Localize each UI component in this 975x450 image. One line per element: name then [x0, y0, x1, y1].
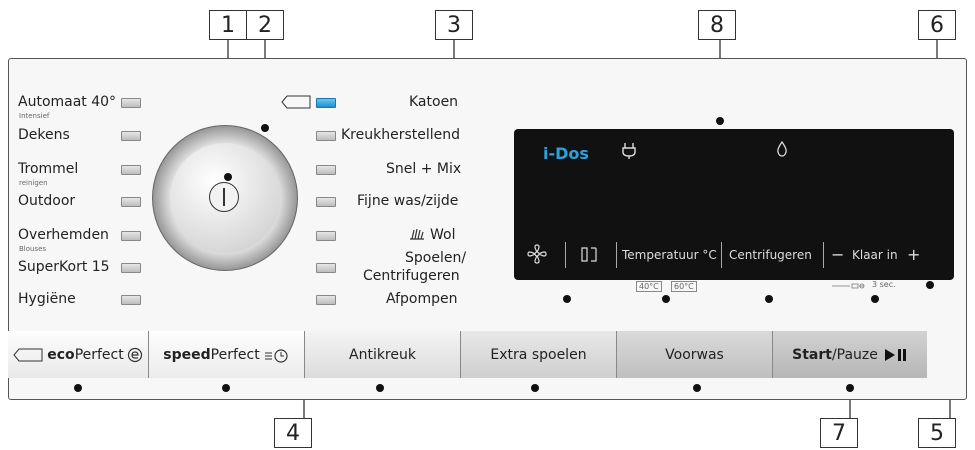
led-fijne-was — [316, 197, 336, 207]
eco-arrow-icon — [281, 95, 311, 109]
led-spoelen — [316, 263, 336, 273]
program-katoen[interactable]: Katoen — [409, 94, 459, 110]
eco-label: Perfect — [74, 346, 124, 363]
program-overhemden-sub: Blouses — [19, 245, 47, 253]
callout-5-dot — [871, 295, 879, 303]
hint-40c: 40°C — [636, 281, 662, 292]
wool-hand-icon — [410, 228, 424, 240]
callout-8: 8 — [698, 10, 736, 40]
callout-3: 3 — [435, 10, 473, 40]
play-pause-icon — [884, 348, 906, 361]
program-centrifugeren[interactable]: Centrifugeren — [363, 268, 460, 284]
callout-8-dot — [716, 117, 724, 125]
callout-6: 6 — [918, 10, 956, 40]
program-afpompen[interactable]: Afpompen — [386, 291, 458, 307]
program-spoelen[interactable]: Spoelen/ — [405, 250, 467, 266]
display-plus-button[interactable]: + — [907, 245, 921, 264]
callout-4-dot — [222, 384, 230, 392]
led-overhemden — [121, 231, 141, 241]
led-automaat-40 — [121, 98, 141, 108]
speed-clock-icon — [264, 348, 288, 363]
speed-label: Perfect — [210, 346, 260, 363]
program-overhemden[interactable]: Overhemden — [18, 227, 109, 243]
water-drop-icon — [777, 141, 787, 157]
hint-60c: 60°C — [671, 281, 697, 292]
led-outdoor — [121, 197, 141, 207]
display-spin-label[interactable]: Centrifugeren — [729, 248, 812, 262]
callout-5-dot — [662, 295, 670, 303]
program-automaat-40-sub: Intensief — [19, 112, 50, 120]
program-automaat-40[interactable]: Automaat 40° — [18, 94, 117, 110]
callout-7-dot — [846, 384, 854, 392]
callout-5-dot — [765, 295, 773, 303]
led-dekens — [121, 131, 141, 141]
plug-icon — [622, 143, 636, 159]
display-minus-button[interactable]: − — [831, 245, 845, 264]
antikreuk-button[interactable]: Antikreuk — [305, 331, 461, 378]
callout-1-dot — [224, 173, 232, 181]
callout-7: 7 — [820, 418, 858, 448]
callout-2: 2 — [246, 10, 284, 40]
program-trommel[interactable]: Trommel — [18, 161, 79, 177]
power-button[interactable] — [209, 182, 239, 212]
start-label: /Pauze — [831, 346, 878, 363]
led-trommel — [121, 165, 141, 175]
callout-4-dot — [376, 384, 384, 392]
eco-e-icon — [127, 347, 142, 362]
led-hygiene — [121, 295, 141, 305]
callout-5: 5 — [918, 418, 956, 448]
start-bold-label: Start — [792, 346, 832, 363]
program-superkort-15[interactable]: SuperKort 15 — [18, 259, 110, 275]
callout-2-dot — [261, 124, 269, 132]
extra-spoelen-button[interactable]: Extra spoelen — [461, 331, 617, 378]
detergent-icon — [581, 247, 597, 262]
hint-3-sec: 3 sec. — [872, 280, 896, 289]
callout-4-dot — [74, 384, 82, 392]
start-pause-button[interactable]: Start/Pauze — [773, 331, 927, 378]
callout-4: 4 — [274, 418, 312, 448]
program-fijne-was[interactable]: Fijne was/zijde — [357, 193, 459, 209]
led-wol — [316, 231, 336, 241]
program-trommel-sub: reinigen — [19, 179, 48, 187]
callout-3-dot — [563, 295, 571, 303]
callout-4-dot — [693, 384, 701, 392]
led-katoen — [316, 98, 336, 108]
callout-4-dot — [531, 384, 539, 392]
idos-label: i-Dos — [543, 144, 589, 163]
program-hygiene[interactable]: Hygiëne — [18, 291, 76, 307]
led-kreukherstellend — [316, 131, 336, 141]
program-wol[interactable]: Wol — [430, 227, 456, 243]
callout-1: 1 — [209, 10, 247, 40]
display-ready-in-label[interactable]: Klaar in — [852, 248, 898, 262]
eco-bold-label: eco — [47, 346, 75, 363]
eco-arrow-icon — [13, 348, 43, 361]
speed-bold-label: speed — [163, 346, 211, 363]
voorwas-button[interactable]: Voorwas — [617, 331, 773, 378]
program-dekens[interactable]: Dekens — [18, 127, 70, 143]
display-separator — [823, 242, 824, 268]
led-afpompen — [316, 295, 336, 305]
program-outdoor[interactable]: Outdoor — [18, 193, 76, 209]
key-lock-icon — [832, 283, 865, 289]
fan-icon — [527, 244, 547, 264]
display-separator — [721, 242, 722, 268]
display-separator — [565, 242, 566, 268]
led-snel-mix — [316, 165, 336, 175]
callout-6-dot — [926, 281, 934, 289]
program-snel-mix[interactable]: Snel + Mix — [386, 161, 462, 177]
display-separator — [616, 242, 617, 268]
program-kreukherstellend[interactable]: Kreukherstellend — [341, 127, 461, 143]
display-temperature-label[interactable]: Temperatuur °C — [622, 248, 717, 262]
led-superkort-15 — [121, 263, 141, 273]
